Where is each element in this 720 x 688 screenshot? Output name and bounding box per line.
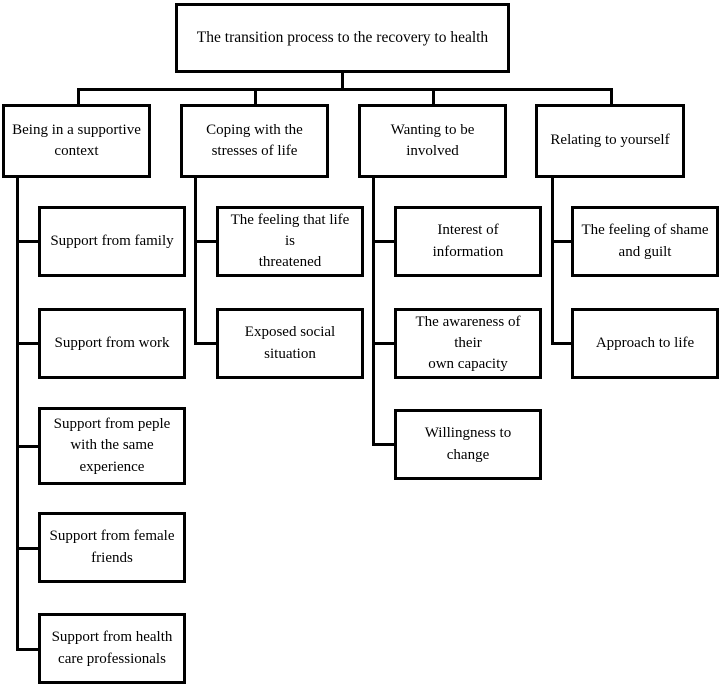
leaf-node-2-2: Exposed social situation (216, 308, 364, 379)
connector-drop-category-1 (77, 88, 80, 106)
leaf-node-3-1: Interest of information (394, 206, 542, 277)
connector-stub-1-3 (16, 445, 40, 448)
leaf-node-4-2: Approach to life (571, 308, 719, 379)
leaf-node-2-2-label: Exposed social situation (244, 324, 336, 362)
connector-category-bus (77, 88, 613, 91)
leaf-node-1-5: Support from health care professionals (38, 613, 186, 684)
connector-drop-category-4 (610, 88, 613, 106)
category-node-1-label: Being in a supportive context (12, 121, 141, 159)
connector-stub-2-2 (194, 342, 218, 345)
leaf-node-3-2: The awareness of their own capacity (394, 308, 542, 379)
connector-spine-1 (16, 178, 19, 651)
connector-spine-2 (194, 178, 197, 345)
root-node-label: The transition process to the recovery t… (196, 29, 489, 46)
connector-stub-3-1 (372, 240, 396, 243)
leaf-node-1-3-label: Support from peple with the same experie… (53, 416, 171, 475)
leaf-node-4-1-label: The feeling of shame and guilt (581, 222, 709, 260)
leaf-node-3-1-label: Interest of information (432, 222, 504, 260)
leaf-node-3-3: Willingness to change (394, 409, 542, 480)
connector-stub-1-5 (16, 648, 40, 651)
category-node-3: Wanting to be involved (358, 104, 507, 178)
root-node: The transition process to the recovery t… (175, 3, 510, 73)
connector-stub-1-2 (16, 342, 40, 345)
connector-spine-3 (372, 178, 375, 446)
leaf-node-1-1: Support from family (38, 206, 186, 277)
connector-stub-3-3 (372, 443, 396, 446)
connector-stub-2-1 (194, 240, 218, 243)
leaf-node-2-1: The feeling that life is threatened (216, 206, 364, 277)
category-node-3-label: Wanting to be involved (390, 121, 475, 159)
connector-stub-4-1 (551, 240, 575, 243)
category-node-4-label: Relating to yourself (550, 132, 670, 149)
category-node-2: Coping with the stresses of life (180, 104, 329, 178)
leaf-node-1-1-label: Support from family (50, 232, 174, 249)
connector-stub-4-2 (551, 342, 575, 345)
leaf-node-3-3-label: Willingness to change (424, 425, 512, 463)
leaf-node-1-4-label: Support from female friends (49, 528, 175, 566)
leaf-node-3-2-label: The awareness of their own capacity (415, 313, 521, 373)
connector-drop-category-3 (432, 88, 435, 106)
leaf-node-4-2-label: Approach to life (595, 334, 695, 351)
category-node-1: Being in a supportive context (2, 104, 151, 178)
leaf-node-1-2: Support from work (38, 308, 186, 379)
connector-stub-1-1 (16, 240, 40, 243)
leaf-node-2-1-label: The feeling that life is threatened (230, 211, 350, 271)
leaf-node-1-2-label: Support from work (54, 334, 170, 351)
connector-stub-1-4 (16, 547, 40, 550)
connector-stub-3-2 (372, 342, 396, 345)
connector-spine-4 (551, 178, 554, 345)
leaf-node-1-4: Support from female friends (38, 512, 186, 583)
connector-root-stem (341, 73, 344, 89)
leaf-node-1-5-label: Support from health care professionals (51, 629, 173, 667)
connector-drop-category-2 (254, 88, 257, 106)
category-node-4: Relating to yourself (535, 104, 685, 178)
category-node-2-label: Coping with the stresses of life (206, 121, 303, 159)
leaf-node-4-1: The feeling of shame and guilt (571, 206, 719, 277)
leaf-node-1-3: Support from peple with the same experie… (38, 407, 186, 485)
